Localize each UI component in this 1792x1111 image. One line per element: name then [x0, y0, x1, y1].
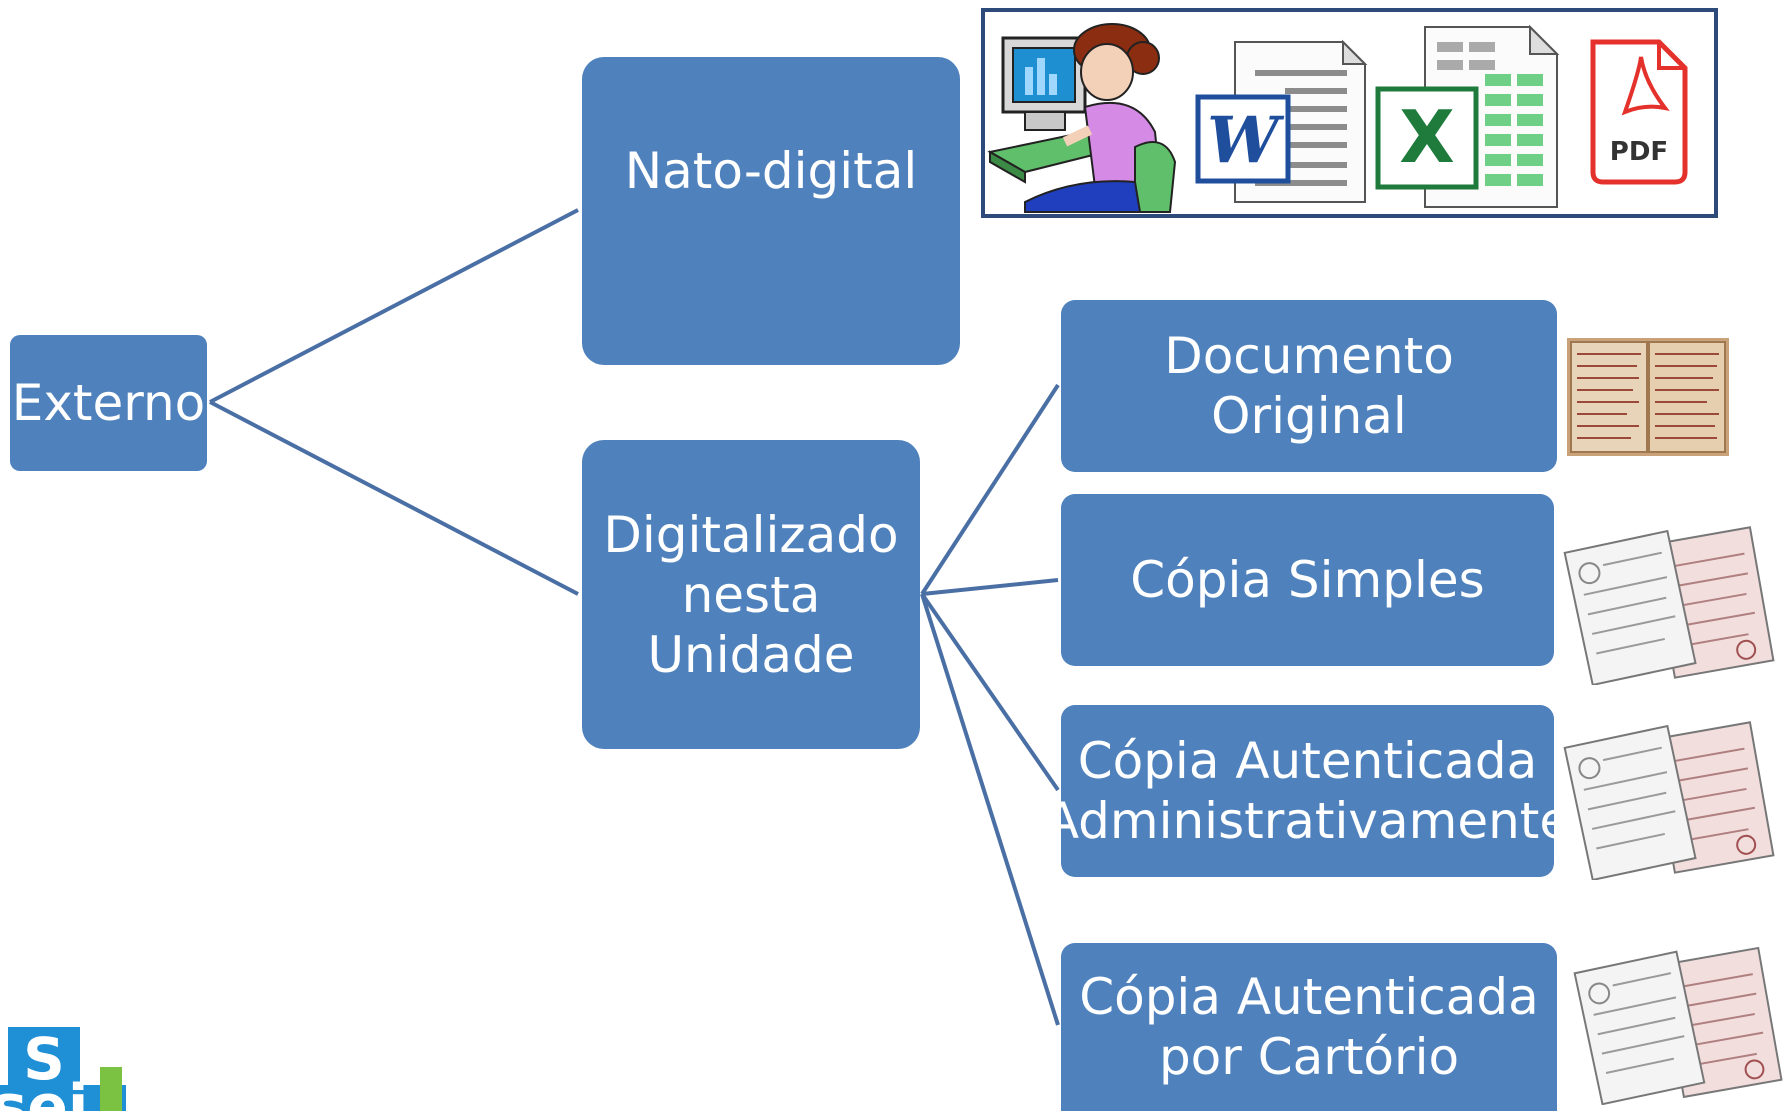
digital-formats-illustration: W X PDF [987, 23, 1688, 213]
node-copia-autenticada-administrativamente: Cópia Autenticada Administrativamente [1045, 705, 1570, 877]
node-digitalizado-nesta-unidade: Digitalizado nesta Unidade [582, 440, 920, 749]
original-document-photo [1567, 338, 1729, 456]
sei-logo: S sei [0, 1027, 126, 1111]
sei-logo-s: S [23, 1027, 65, 1093]
certificate-copies-cartorio [1573, 946, 1783, 1105]
connector-digitalizado-original [920, 383, 1060, 596]
pdf-label: PDF [1610, 137, 1668, 167]
connector-digitalizado-simples [921, 578, 1059, 596]
connector-externo-nato [209, 208, 579, 404]
connector-digitalizado-admin [920, 592, 1060, 792]
excel-letter: X [1399, 95, 1455, 179]
excel-spreadsheet-icon: X [1375, 24, 1560, 208]
certificate-copies-administrativamente [1563, 721, 1775, 880]
computer-user-icon [987, 23, 1177, 213]
digital-formats-panel: W X PDF [981, 8, 1718, 218]
word-letter: W [1207, 103, 1285, 178]
word-document-icon: W [1195, 39, 1368, 203]
node-copia-simples: Cópia Simples [1061, 494, 1554, 666]
certificate-copies-simples [1563, 526, 1775, 685]
node-copia-autenticada-por-cartorio: Cópia Autenticada por Cartório [1061, 943, 1557, 1111]
node-documento-original: Documento Original [1061, 300, 1557, 472]
node-externo: Externo [10, 335, 207, 471]
sei-logo-word: sei [0, 1072, 88, 1111]
connector-externo-digitalizado [209, 400, 579, 596]
node-nato-digital: Nato-digital [582, 57, 960, 365]
connector-digitalizado-cartorio [920, 593, 1060, 1026]
pdf-file-icon: PDF [1590, 39, 1688, 185]
